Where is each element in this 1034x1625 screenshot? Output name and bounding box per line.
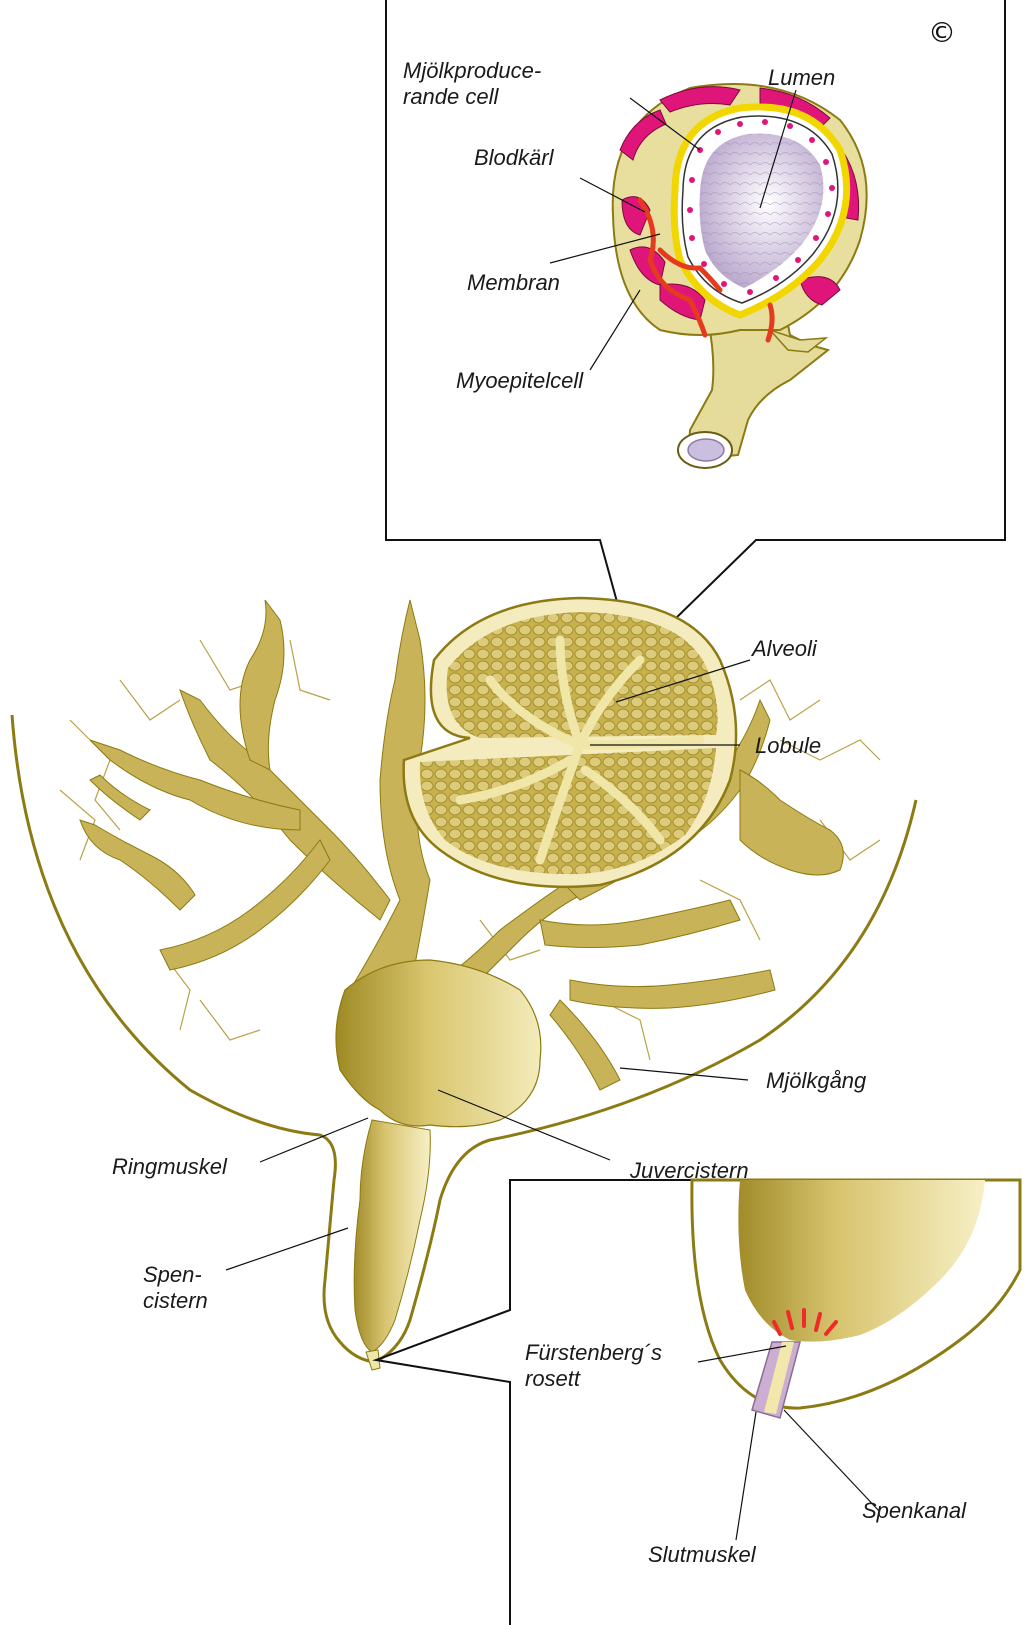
label-ring-muscle: Ringmuskel <box>112 1154 227 1180</box>
label-teat-canal: Spenkanal <box>862 1498 966 1524</box>
udder-cistern <box>336 960 541 1127</box>
label-alveoli: Alveoli <box>752 636 817 662</box>
teat-cistern <box>354 1120 430 1352</box>
label-udder-cistern: Juvercistern <box>630 1158 749 1184</box>
label-furstenbergs-rosette: Fürstenberg´s rosett <box>525 1340 662 1392</box>
label-lobule: Lobule <box>755 733 821 759</box>
copyright-symbol: © <box>928 16 956 49</box>
label-milk-duct: Mjölkgång <box>766 1068 866 1094</box>
label-blood-vessel: Blodkärl <box>474 145 553 171</box>
label-membrane: Membran <box>467 270 560 296</box>
label-sphincter-muscle: Slutmuskel <box>648 1542 756 1568</box>
label-teat-cistern: Spen- cistern <box>143 1262 208 1314</box>
label-lumen: Lumen <box>768 65 835 91</box>
lobule <box>404 598 736 887</box>
label-milk-producing-cell: Mjölkproduce- rande cell <box>403 58 541 110</box>
label-myoepithelial-cell: Myoepitelcell <box>456 368 583 394</box>
